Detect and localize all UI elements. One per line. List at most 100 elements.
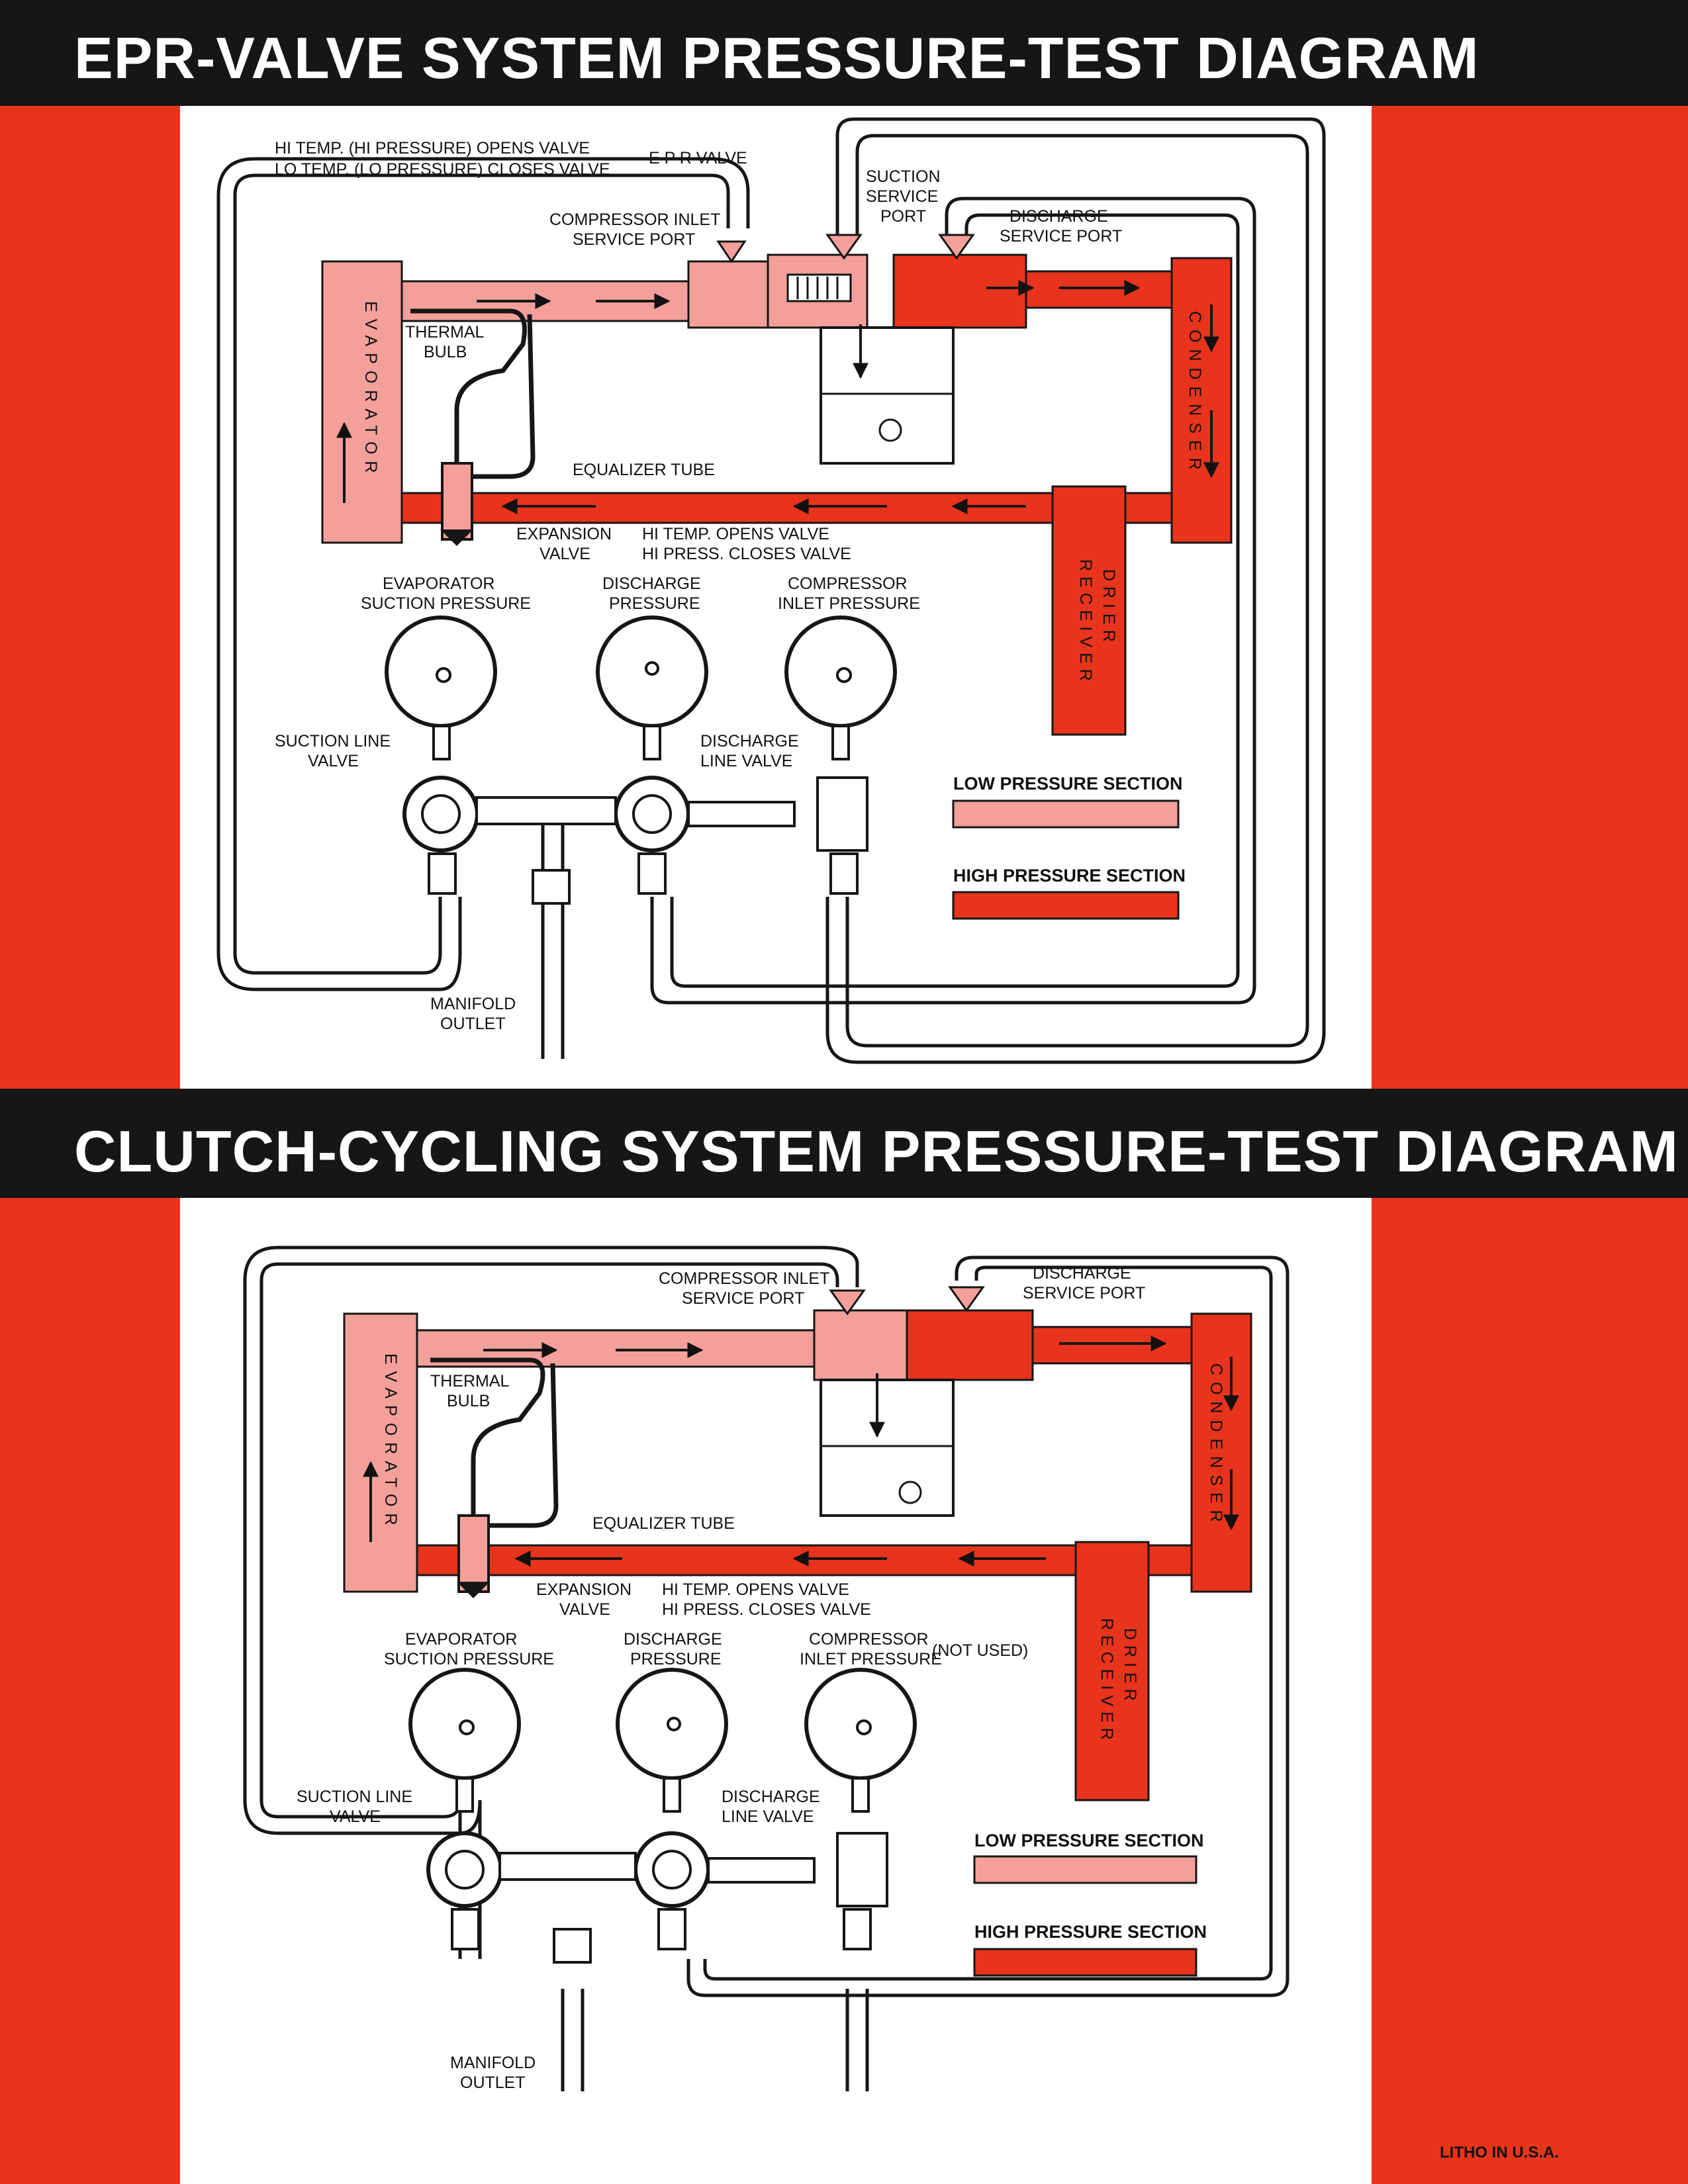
- gauge-discharge-2: [616, 1668, 728, 1813]
- discharge-line-valve[interactable]: [614, 776, 690, 852]
- gauge-comp-label-1: COMPRESSOR: [788, 574, 908, 593]
- epr-spring-coils: [796, 277, 839, 299]
- compressor-inlet-label-2: SERVICE PORT: [573, 230, 695, 249]
- equalizer-tube-label: EQUALIZER TUBE: [573, 461, 715, 479]
- manifold-label-1-2: MANIFOLD: [450, 2054, 536, 2072]
- suction-service-port: [825, 234, 863, 260]
- manifold-coupler-2: [707, 1857, 816, 1884]
- banner-bottom: [0, 1089, 1688, 1198]
- condenser-label: CONDENSER: [1186, 311, 1204, 477]
- gauge-compressor-inlet: [784, 615, 897, 760]
- epr-valve-label: E P R VALVE: [649, 149, 747, 167]
- manifold-bar-2: [498, 1852, 637, 1881]
- expansion-valve: [441, 462, 473, 541]
- manifold-label-2: OUTLET: [440, 1015, 506, 1033]
- clutch-cycling-diagram: LOW PRESSURE SECTION HIGH PRESSURE SECTI…: [243, 1246, 1289, 2092]
- legend-high-swatch-2: [973, 1948, 1197, 1977]
- legend-low-label-2: LOW PRESSURE SECTION: [974, 1831, 1204, 1850]
- discharge-line-label-2-2: LINE VALVE: [722, 1807, 814, 1826]
- discharge-service-port: [938, 234, 975, 260]
- tee-fitting: [816, 776, 868, 852]
- outer-tubes-2: [243, 1246, 1289, 2091]
- compressor-cylinder-2: [820, 1379, 955, 1517]
- discharge-housing-2: [906, 1309, 1034, 1381]
- litho-footer: LITHO IN U.S.A.: [1440, 2144, 1559, 2161]
- compressor-inlet-housing: [687, 260, 769, 329]
- compressor-inlet-port: [716, 240, 747, 263]
- gauge-evaporator-2: [408, 1668, 521, 1813]
- evaporator-block: [321, 260, 403, 544]
- evaporator-label-2: EVAPORATOR: [381, 1353, 400, 1531]
- thermal-bulb-label-2-2: BULB: [447, 1392, 490, 1410]
- compressor-wrist-pin: [878, 418, 902, 442]
- suction-service-port-label-1: SUCTION: [866, 167, 941, 186]
- gauge-disch-label-1: DISCHARGE: [602, 574, 701, 593]
- gauge-evap-label-2: SUCTION PRESSURE: [361, 594, 531, 613]
- thermal-bulb-label-2: BULB: [424, 343, 467, 361]
- equalizer-tube-label-2: EQUALIZER TUBE: [592, 1514, 735, 1533]
- gauge-evap-label-2-2: SUCTION PRESSURE: [384, 1650, 554, 1668]
- flow-arrows-2: [363, 1336, 1239, 1567]
- outer-tubes: [216, 117, 1326, 1064]
- epr-note-close: LO TEMP. (LO PRESSURE) CLOSES VALVE: [275, 160, 610, 179]
- gauge-disch-label-2: PRESSURE: [609, 594, 700, 613]
- suction-service-port-label-2: SERVICE: [866, 187, 938, 206]
- gauge-comp-label-2: INLET PRESSURE: [778, 594, 920, 613]
- condenser-label-2: CONDENSER: [1207, 1363, 1225, 1529]
- equalizer-tube-2: [487, 1363, 559, 1528]
- suction-line-label-1: SUCTION LINE: [275, 732, 391, 751]
- diagram-title-bottom: CLUTCH-CYCLING SYSTEM PRESSURE-TEST DIAG…: [74, 1118, 1679, 1184]
- manifold-label-1: MANIFOLD: [430, 995, 516, 1013]
- expansion-valve-label-1: EXPANSION: [516, 525, 612, 543]
- suction-line-label-2: VALVE: [308, 752, 359, 770]
- receiver-drier-block-2: [1074, 1541, 1150, 1801]
- discharge-line-valve-2[interactable]: [633, 1831, 710, 1908]
- drier-label: DRIER: [1100, 569, 1118, 647]
- discharge-port-label-2: SERVICE PORT: [1000, 227, 1122, 246]
- expansion-valve-cap-2: [457, 1582, 490, 1598]
- manifold-label-2-2: OUTLET: [460, 2073, 526, 2092]
- discharge-line-label-2: LINE VALVE: [700, 752, 792, 770]
- discharge-port-label-2-2: SERVICE PORT: [1023, 1284, 1145, 1302]
- suction-line-label-2-2: VALVE: [330, 1807, 381, 1826]
- compressor-inlet-label-1: COMPRESSOR INLET: [549, 210, 720, 229]
- gauge-comp-label-2-2: INLET PRESSURE: [800, 1650, 942, 1668]
- equalizer-tube: [470, 314, 536, 479]
- receiver-drier-block: [1051, 485, 1127, 736]
- legend-high-label-2: HIGH PRESSURE SECTION: [974, 1922, 1207, 1942]
- evaporator-block-2: [343, 1312, 418, 1593]
- compressor-inlet-port-2: [829, 1289, 866, 1316]
- compressor-wrist-pin-2: [898, 1480, 922, 1504]
- legend-low-label: LOW PRESSURE SECTION: [953, 774, 1183, 794]
- not-used-label: (NOT USED): [932, 1641, 1028, 1660]
- legend-low-swatch-2: [973, 1855, 1197, 1884]
- gauge-comp-label-1-2: COMPRESSOR: [809, 1630, 929, 1649]
- gauge-discharge: [596, 615, 708, 760]
- receiver-label: RECEIVER: [1076, 559, 1095, 686]
- expansion-valve-cap: [440, 529, 473, 546]
- thermal-bulb-label-1: THERMAL: [405, 323, 485, 341]
- gauge-compressor-inlet-2: [804, 1668, 917, 1813]
- legend-high-swatch: [952, 891, 1180, 920]
- gauge-evaporator: [385, 615, 497, 760]
- receiver-label-2: RECEIVER: [1098, 1618, 1116, 1745]
- discharge-line-label-1: DISCHARGE: [700, 732, 799, 751]
- expansion-note-close: HI PRESS. CLOSES VALVE: [642, 545, 851, 563]
- expansion-valve-label-2: VALVE: [539, 545, 590, 563]
- discharge-line: [1025, 270, 1173, 309]
- compressor-inlet-label-2-2: SERVICE PORT: [682, 1289, 804, 1308]
- discharge-service-port-2: [948, 1286, 985, 1312]
- liquid-line: [400, 492, 1173, 524]
- discharge-line-2: [1031, 1326, 1193, 1365]
- gauge-evap-label-1-2: EVAPORATOR: [405, 1630, 517, 1649]
- gauge-disch-label-1-2: DISCHARGE: [624, 1630, 722, 1649]
- tee-fitting-2: [836, 1832, 888, 1907]
- expansion-note-open: HI TEMP. OPENS VALVE: [642, 525, 829, 543]
- flow-arrows: [336, 280, 1219, 514]
- suction-service-port-label-3: PORT: [880, 207, 926, 226]
- expansion-note-open-2: HI TEMP. OPENS VALVE: [662, 1580, 849, 1599]
- suction-line-valve[interactable]: [402, 776, 479, 852]
- discharge-port-label-1-2: DISCHARGE: [1033, 1264, 1131, 1283]
- suction-line-valve-2[interactable]: [426, 1831, 503, 1908]
